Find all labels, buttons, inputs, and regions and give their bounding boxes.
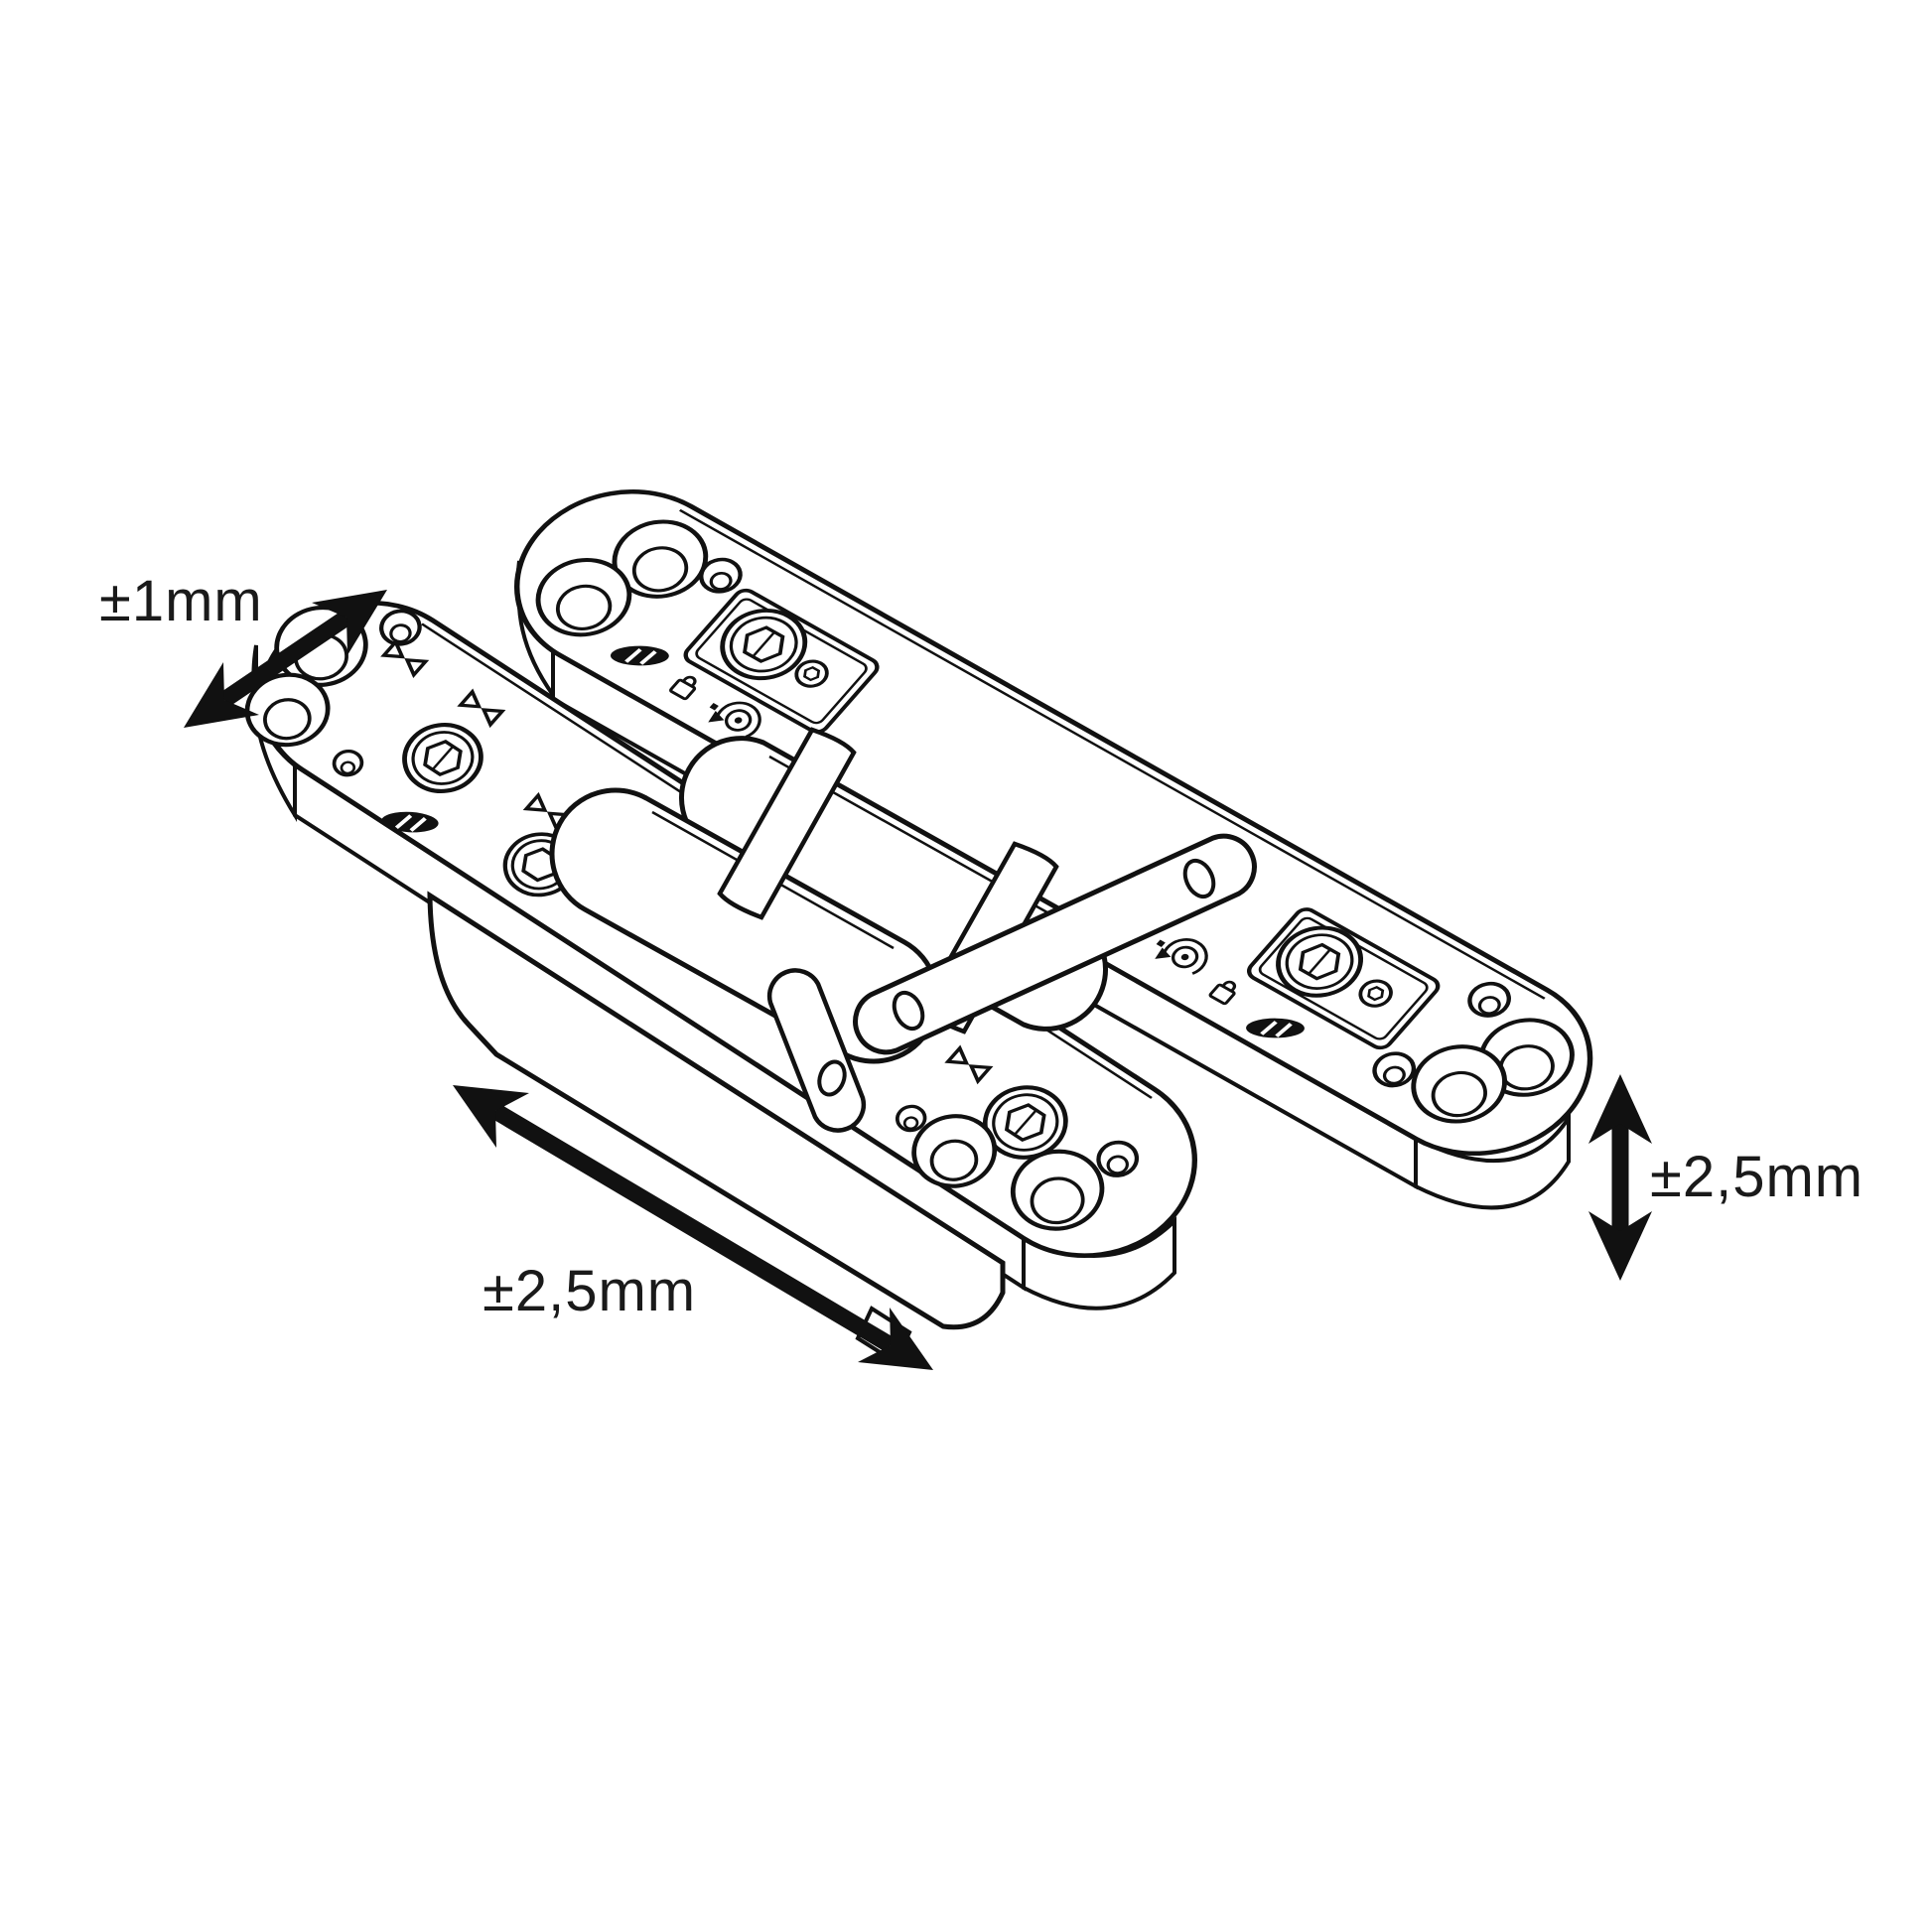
arrowhead bbox=[858, 1308, 933, 1370]
arrowhead bbox=[453, 1085, 529, 1148]
pivot-hole bbox=[817, 1059, 847, 1097]
adjustment-pocket-inner bbox=[695, 598, 868, 725]
link-arm-main bbox=[853, 833, 1257, 1055]
arrowhead bbox=[1588, 1074, 1652, 1144]
frame-leaf-body-wall bbox=[427, 891, 1006, 1330]
pivot-hole bbox=[892, 990, 925, 1032]
length-adjustment-label: ±2,5mm bbox=[483, 1259, 696, 1323]
door-leaf-end-wall bbox=[1414, 1111, 1571, 1210]
arrowhead bbox=[1588, 1211, 1652, 1281]
arrowhead bbox=[312, 590, 387, 655]
link-strap bbox=[717, 727, 857, 920]
height-adjustment-arrow bbox=[1588, 1074, 1652, 1281]
pivot-hole bbox=[1182, 858, 1216, 899]
hinge-mechanism bbox=[549, 727, 1257, 1133]
dimension-annotations: ±1mm ±2,5mm ±2,5mm bbox=[99, 569, 1863, 1370]
side-adjustment-label: ±1mm bbox=[99, 569, 263, 633]
height-adjustment-label: ±2,5mm bbox=[1650, 1145, 1863, 1209]
adjustment-pocket-inner bbox=[1258, 916, 1429, 1040]
door-leaf-edge-line bbox=[679, 508, 1546, 1000]
arrowhead bbox=[184, 662, 259, 728]
length-adjustment-arrow bbox=[453, 1085, 933, 1370]
side-adjustment-arrow bbox=[184, 590, 387, 728]
